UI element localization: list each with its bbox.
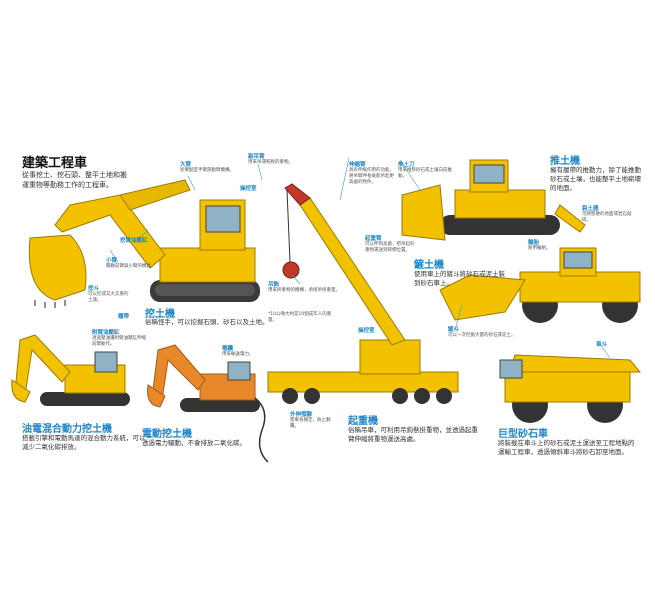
- note-counterweight: 可以伸到高處，把吊起的重物運送到目標位置。: [365, 242, 415, 253]
- label-boom: 大臂: [180, 162, 192, 168]
- note-tires: 耐用輪胎。: [528, 246, 551, 251]
- note-hook: 用來掛重物的機構，承接吊掛重量。: [268, 288, 340, 293]
- note-boom: 從駕駛室手臂部動臂機構。: [180, 168, 234, 173]
- crane-desc: 俗稱吊車，可利用吊鉤懸掛重物，並透過起重臂伸縮將重物運送高處。: [348, 426, 478, 443]
- crane-name: 起重機: [348, 416, 378, 427]
- label-cab: 操控室: [240, 186, 257, 192]
- loader-drawing: [439, 247, 641, 323]
- label-hyd-cyl2: 附臂油壓缸: [92, 330, 120, 336]
- label-hook: 吊鉤: [268, 282, 280, 288]
- page-title: 建築工程車: [22, 156, 88, 171]
- label-shovel: 鏟斗: [448, 327, 460, 333]
- label-outrigger: 外伸撐腳: [290, 412, 313, 418]
- label-bed: 車斗: [596, 342, 608, 348]
- label-arm: 小臂: [106, 258, 118, 264]
- label-hyd-cyl: 挖臂油壓缸: [120, 238, 148, 244]
- bulldozer-name: 推土機: [550, 156, 580, 167]
- big-excavator-drawing: [28, 179, 260, 308]
- label-power: 電纜: [222, 346, 234, 352]
- note-outrigger: 使車身穩定，防止翻覆。: [290, 418, 331, 429]
- label-tires: 輪胎: [528, 240, 540, 246]
- bulldozer-desc: 擁有履帶的推動力，除了能推動砂石或土壤，也能整平土地嶄壞的地面。: [550, 166, 641, 192]
- note-weight: *10公噸大約是10個成年人的重量。: [268, 312, 332, 323]
- bulldozer-drawing: [401, 159, 586, 241]
- page-intro: 從事挖土、挖石頭、整平土地和搬運重物等勤務工作的工程車。: [22, 171, 127, 189]
- label-jib: 副吊臂: [248, 154, 265, 160]
- label-counterweight: 起重臂: [365, 236, 382, 242]
- note-bucket: 可以挖或又大又重的土塊。: [88, 292, 129, 303]
- loader-desc: 使用車上的鏟斗將砂石或泥土裝到砂石車上。: [414, 270, 505, 287]
- dumptruck-name: 巨型砂石車: [498, 429, 548, 440]
- label-crane-cab: 操控室: [358, 328, 375, 334]
- label-blade: 推土刀: [398, 162, 415, 168]
- note-jib: 用來吊運較輕的重物。: [248, 160, 293, 165]
- dumptruck-drawing: [499, 354, 642, 423]
- dumptruck-desc: 將裝載在車斗上的砂石或泥土運送至工程地點的運輸工程車，透過傾斜車斗將砂石卸至地面…: [498, 439, 635, 456]
- note-ripper: 可將堅硬的地面或岩石敲碎。: [582, 212, 632, 223]
- loader-name: 鏟土機: [414, 260, 444, 271]
- note-arm: 關聯前臂與小臂的機具。: [106, 264, 156, 269]
- label-crawler: 履帶: [118, 314, 130, 320]
- electric-desc: 透過電力驅動，不會排放二氧化碳。: [142, 439, 246, 447]
- crane-drawing: [267, 183, 459, 404]
- label-ripper: 裂土器: [582, 206, 599, 212]
- hybrid-excavator-drawing: [11, 334, 130, 406]
- note-blade: 用來推移砂石或土壤向前推動。: [398, 168, 452, 179]
- note-hyd-cyl2: 透過壓油讓附臂油壓缸伸縮前臂動作。: [92, 336, 146, 347]
- note-power: 用來輸送電力。: [222, 352, 254, 357]
- electric-name: 電動挖土機: [142, 429, 192, 440]
- note-telescopic: 具有伸縮作用的功能，將吊臂伸長後能吊起更高處的物件。: [349, 168, 394, 185]
- hybrid-name: 油電混合動力挖土機: [22, 424, 112, 435]
- excavator-name: 挖土機: [145, 309, 175, 320]
- hybrid-desc: 搭載引擎和電動馬達的混合動力系統，可以減少二氧化碳排放。: [22, 434, 146, 451]
- excavator-desc: 俗稱怪手，可以挖掘石頭、砂石以及土地。: [145, 318, 269, 326]
- electric-excavator-drawing: [147, 344, 269, 463]
- label-bucket: 挖斗: [88, 286, 100, 292]
- note-shovel: 可以一次挖掘大量的砂石或泥土。: [448, 333, 516, 338]
- label-telescopic: 伸縮臂: [349, 162, 366, 168]
